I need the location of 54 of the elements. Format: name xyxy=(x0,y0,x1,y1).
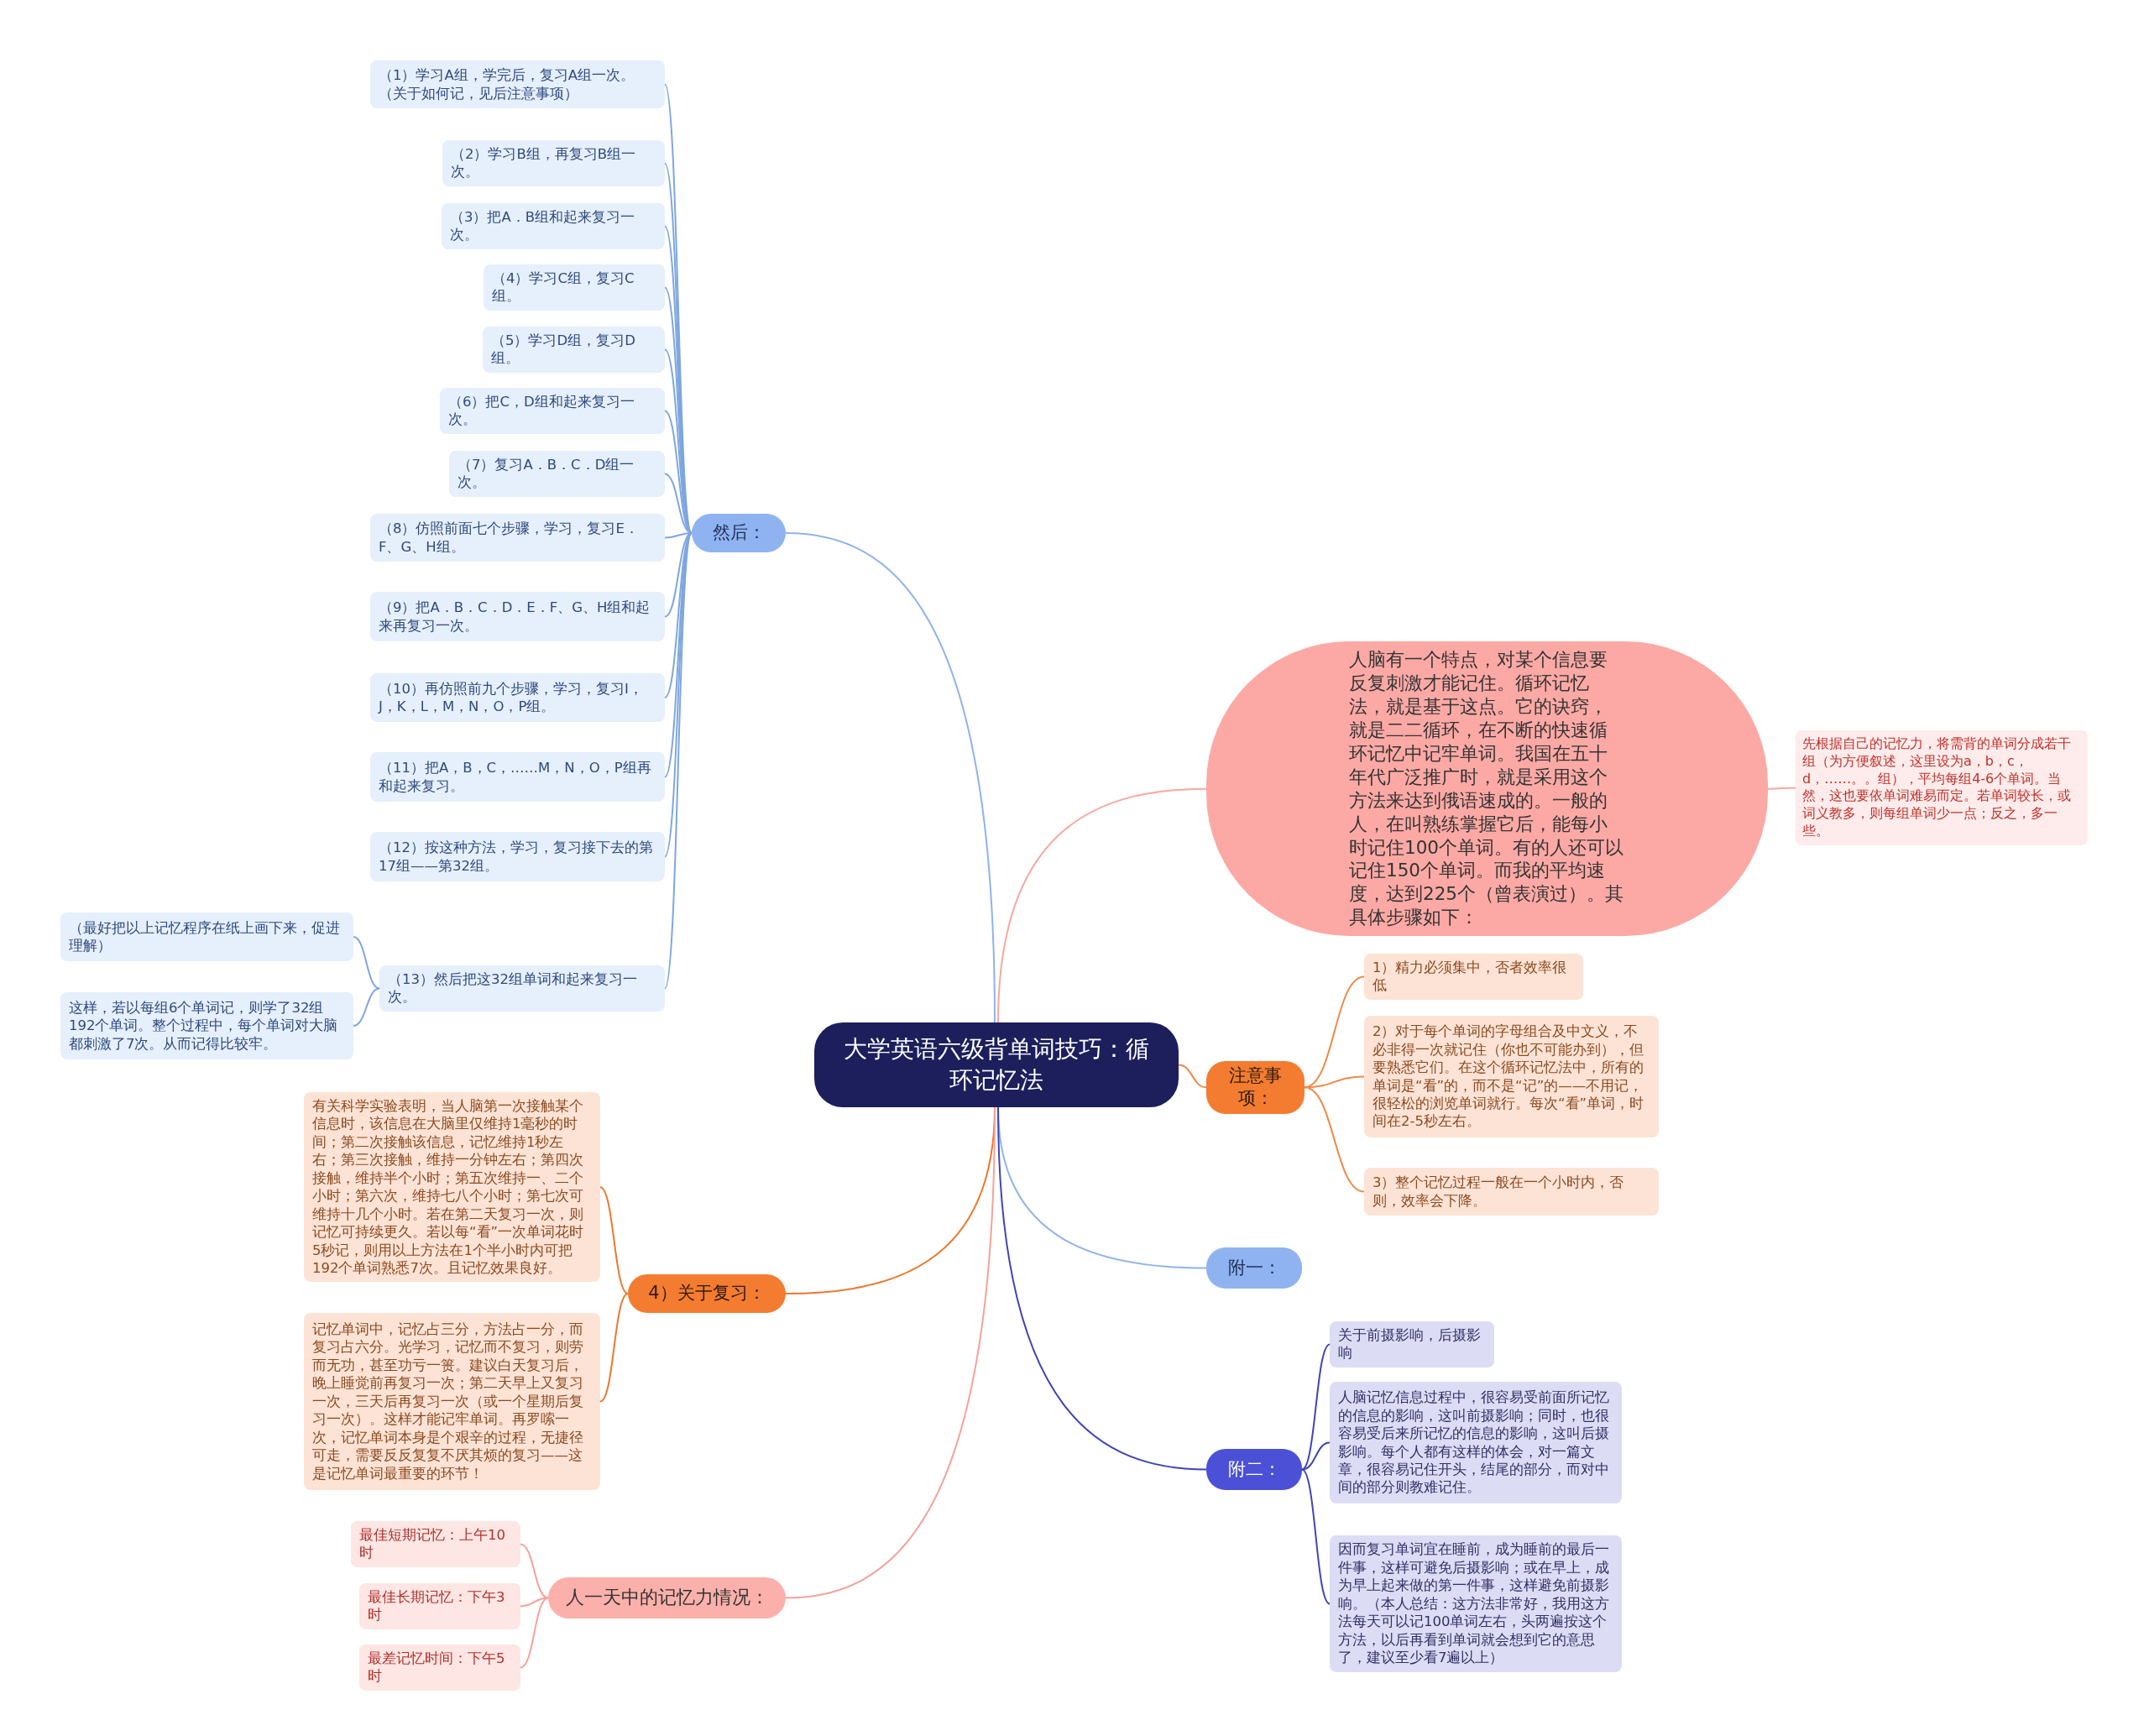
note-box: 最差记忆时间：下午5时 xyxy=(359,1644,520,1691)
connector-line xyxy=(520,1597,549,1669)
note-box: （最好把以上记忆程序在纸上画下来，促进理解） xyxy=(60,912,353,961)
oval-note: 人脑有一个特点，对某个信息要反复刺激才能记住。循环记忆法，就是基于这点。它的诀窍，就是二二循环，在不断的快速循环记忆中记牢单词。我国在五十年代广泛推广时，就是采用这个方法来达到俄语速成的。一般的人，在叫熟练掌握它后，能每小时记住100个单词。有的人还可以记住150个单词。而我的平均速度，达到225个（曾表演过）。其具体步骤如下： xyxy=(1206,641,1768,937)
connector-line xyxy=(1301,1441,1331,1471)
note-box: 关于前摄影响，后摄影响 xyxy=(1330,1321,1494,1367)
branch-box: 附二： xyxy=(1206,1449,1302,1490)
connector-line xyxy=(785,532,996,1023)
connector-line xyxy=(1301,1343,1331,1471)
connector-line xyxy=(664,532,693,990)
note-box: （2）学习B组，再复习B组一次。 xyxy=(442,140,665,186)
note-box: 人脑记忆信息过程中，很容易受前面所记忆的信息的影响，这叫前摄影响；同时，也很容易受后来所记忆的信息的影响，这叫后摄影响。每个人都有这样的体会，对一篇文章，很容易记住开头，结尾的部分，而对中间的部分则教难记住。 xyxy=(1330,1382,1622,1503)
note-box: （12）按这种方法，学习，复习接下去的第17组——第32组。 xyxy=(370,832,665,881)
note-box: 这样，若以每组6个单词记，则学了32组192个单词。整个过程中，每个单词对大脑都刺激了7次。从而记得比较牢。 xyxy=(60,992,353,1059)
note-box: 先根据自己的记忆力，将需背的单词分成若干组（为方便叙述，这里设为a，b，c，d，……。。组），平均每组4-6个单词。当然，这也要依单词难易而定。若单词较长，或词义教多，则每组单词少一点；反之，多一些。 xyxy=(1796,730,2088,845)
connector-line xyxy=(353,936,380,990)
connector-line xyxy=(599,1186,629,1294)
note-box: （7）复习A．B．C．D组一次。 xyxy=(449,451,665,497)
note-box: （10）再仿照前九个步骤，学习，复习I，J，K，L，M，N，O，P组。 xyxy=(370,673,665,722)
branch-box: 然后： xyxy=(692,514,786,552)
note-box: （5）学习D组，复习D组。 xyxy=(483,327,665,373)
note-box: （6）把C，D组和起来复习一次。 xyxy=(440,388,665,434)
connector-line xyxy=(1304,1086,1365,1193)
connector-line xyxy=(1301,1468,1331,1605)
connector-line xyxy=(1767,787,1796,790)
connector-line xyxy=(520,1543,549,1599)
connector-line xyxy=(1178,1064,1207,1089)
note-box: 2）对于每个单词的字母组合及中文义，不必非得一次就记住（你也不可能办到），但要熟悉它们。在这个循环记忆法中，所有的单词是“看”的，而不是“记”的——不用记，很轻松的浏览单词就行。每次“看”单词，时间在2-5秒左右。 xyxy=(1364,1016,1659,1137)
branch-box: 人一天中的记忆力情况： xyxy=(548,1577,786,1618)
note-box: 3）整个记忆过程一般在一个小时内，否则，效率会下降。 xyxy=(1364,1168,1659,1216)
connector-line xyxy=(997,787,1207,1023)
note-box: （9）把A．B．C．D．E．F、G、H组和起来再复习一次。 xyxy=(370,592,665,641)
connector-line xyxy=(997,1106,1207,1471)
note-box: （13）然后把这32组单词和起来复习一次。 xyxy=(379,965,665,1012)
connector-line xyxy=(785,1106,996,1599)
connector-line xyxy=(664,532,693,858)
note-box: （4）学习C组，复习C组。 xyxy=(484,264,665,311)
note-box: （3）把A．B组和起来复习一次。 xyxy=(442,203,665,249)
note-box: 记忆单词中，记忆占三分，方法占一分，而复习占六分。光学习，记忆而不复习，则劳而无功，甚至功亏一篑。建议白天复习后，晚上睡觉前再复习一次；第二天早上又复习一次，三天后再复习一次（或一个星期后复习一次）。这样才能记牢单词。再罗嗦一次，记忆单词本身是个艰辛的过程，无捷径可走，需要反反复复不厌其烦的复习——这是记忆单词最重要的环节！ xyxy=(304,1313,600,1490)
branch-box: 注意事项： xyxy=(1206,1061,1305,1114)
note-box: （11）把A，B，C，……M，N，O，P组再和起来复习。 xyxy=(370,752,665,802)
note-box: 最佳长期记忆：下午3时 xyxy=(359,1583,520,1629)
topic-box: 大学英语六级背单词技巧：循环记忆法 xyxy=(814,1022,1179,1107)
branch-box: 4）关于复习： xyxy=(628,1274,786,1313)
note-box: 因而复习单词宜在睡前，成为睡前的最后一件事，这样可避免后摄影响；或在早上，成为早上起来做的第一件事，这样避免前摄影响。（本人总结：这方法非常好，我用这方法每天可以记100单词左右，头两遍按这个方法，以后再看到单词就会想到它的意思了，建议至少看7遍以上） xyxy=(1330,1535,1622,1672)
branch-box: 附一： xyxy=(1206,1247,1302,1289)
note-box: 最佳短期记忆：上午10时 xyxy=(351,1521,520,1567)
note-box: 有关科学实验表明，当人脑第一次接触某个信息时，该信息在大脑里仅维持1毫秒的时间；第二次接触该信息，记忆维持1秒左右；第三次接触，维持一分钟左右；第四次接触，维持半个小时；第五次维持一、二个小时；第六次，维持七八个小时；第七次可维持十几个小时。若在第二天复习一次，则记忆可持续更久。若以每“看”一次单词花时5秒记，则用以上方法在1个半小时内可把192个单词熟悉7次。且记忆效果良好。 xyxy=(304,1092,600,1283)
note-box: （8）仿照前面七个步骤，学习，复习E．F、G、H组。 xyxy=(370,514,665,562)
connector-line xyxy=(353,987,380,1027)
connector-line xyxy=(1304,1075,1365,1089)
note-box: 1）精力必须集中，否者效率很低 xyxy=(1364,954,1583,1000)
note-box: （1）学习A组，学完后，复习A组一次。（关于如何记，见后注意事项） xyxy=(370,60,665,108)
connector-line xyxy=(599,1293,629,1403)
